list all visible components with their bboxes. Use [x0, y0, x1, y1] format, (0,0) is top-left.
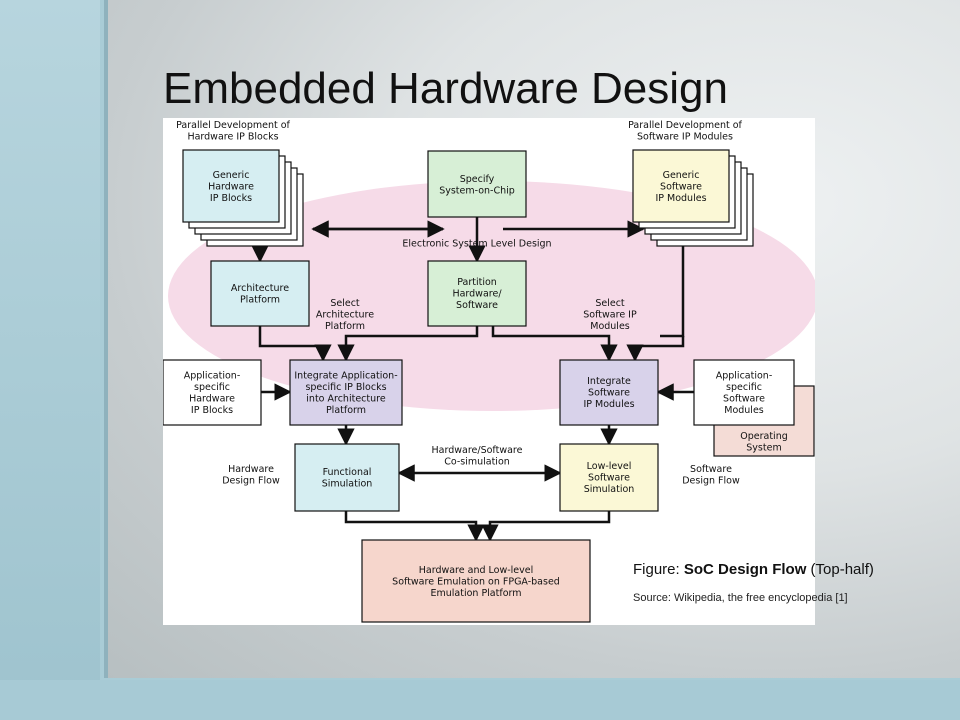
- generic-sw-text-line: Generic: [663, 170, 700, 181]
- generic-hw-text-line: IP Blocks: [210, 193, 252, 204]
- hw-ip-header-line: Parallel Development of: [176, 120, 290, 131]
- hw-flow-text-line: Design Flow: [222, 475, 280, 486]
- app-hw-text-line: IP Blocks: [191, 405, 233, 416]
- functional-sim-text-line: Simulation: [322, 478, 373, 489]
- select-arch-text-line: Platform: [325, 321, 365, 332]
- cosim-text-line: Co-simulation: [444, 456, 510, 467]
- app-sw-box: [693, 359, 795, 426]
- os-text-line: System: [746, 442, 781, 453]
- hw-flow-text-line: Hardware: [228, 464, 274, 475]
- functional-sim-text-line: Functional: [323, 467, 372, 478]
- generic-sw-text-line: Software: [660, 182, 702, 193]
- lowlevel-sim-text-line: Low-level: [587, 461, 632, 472]
- functional-sim-box: [294, 443, 400, 512]
- app-sw-text-line: Modules: [724, 405, 764, 416]
- partition-text-line: Partition: [457, 277, 497, 288]
- slide-title: Embedded Hardware Design: [163, 64, 728, 113]
- figure-source: Source: Wikipedia, the free encyclopedia…: [633, 592, 848, 604]
- emulation-text-line: Software Emulation on FPGA-based: [392, 577, 560, 588]
- integrate-app-box: [289, 359, 403, 426]
- os-text-line: Operating: [740, 431, 788, 442]
- func-to-emulation: [344, 511, 485, 542]
- partition-to-integrate-sw: [491, 326, 618, 362]
- left-decor-band: [0, 0, 100, 720]
- emulation-text-line: Hardware and Low-level: [419, 565, 534, 576]
- generic-hw-box: [182, 149, 280, 223]
- sw-ip-header-line: Software IP Modules: [637, 131, 733, 142]
- sw-flow-text-line: Software: [690, 464, 732, 475]
- select-arch-text-line: Architecture: [316, 310, 374, 321]
- generic-sw-text-line: IP Modules: [655, 193, 706, 204]
- integrate-app-text-line: specific IP Blocks: [305, 382, 386, 393]
- generic-hw-text-line: Hardware: [208, 182, 254, 193]
- caption-bold: SoC Design Flow: [683, 561, 807, 578]
- app-sw-text-line: Application-: [716, 370, 773, 381]
- generic-hw-text-line: Generic: [213, 170, 250, 181]
- app-sw-text-line: specific: [726, 382, 762, 393]
- app-sw-text-line: Software: [723, 393, 765, 404]
- emulation-box: [361, 539, 591, 623]
- architecture-platform-text-line: Platform: [240, 294, 280, 305]
- integrate-sw-text-line: Integrate: [587, 376, 631, 387]
- architecture-platform-text-line: Architecture: [231, 283, 289, 294]
- slide-edge-stripe: [104, 0, 108, 678]
- partition-to-integrate-app: [337, 326, 479, 362]
- specify-soc-text-line: System-on-Chip: [439, 185, 515, 196]
- integrate-sw-box: [559, 359, 659, 426]
- esl-text-line: Electronic System Level Design: [402, 239, 551, 250]
- integrate-sw-text-line: Software: [588, 388, 630, 399]
- app-hw-text-line: Hardware: [189, 393, 235, 404]
- partition-text-line: Software: [456, 300, 498, 311]
- lowlevel-sim-text-line: Simulation: [584, 484, 635, 495]
- app-hw-text-line: Application-: [184, 370, 241, 381]
- generic-sw-box: [632, 149, 730, 223]
- specify-soc-box: [427, 150, 527, 218]
- sw-ip-header-line: Parallel Development of: [628, 120, 742, 131]
- sw-flow-text-line: Design Flow: [682, 475, 740, 486]
- arch-to-integrate-app: [258, 326, 332, 362]
- lowlevel-to-emulation: [481, 511, 611, 542]
- partition-text-line: Hardware/: [452, 289, 502, 300]
- caption-prefix: Figure:: [633, 561, 684, 578]
- select-sw-text-line: Modules: [590, 321, 630, 332]
- select-sw-text-line: Select: [595, 298, 625, 309]
- bottom-decor-band: [0, 680, 960, 720]
- emulation-text-line: Emulation Platform: [430, 588, 521, 599]
- lowlevel-sim-text-line: Software: [588, 473, 630, 484]
- cosim-text-line: Hardware/Software: [432, 445, 523, 456]
- app-hw-text-line: specific: [194, 382, 230, 393]
- partition-box: [427, 260, 527, 327]
- select-arch-text-line: Select: [330, 298, 360, 309]
- generic-sw-to-integrate-sw: [626, 336, 685, 362]
- architecture-platform-box: [210, 260, 310, 327]
- hw-ip-header-line: Hardware IP Blocks: [187, 131, 278, 142]
- select-sw-text-line: Software IP: [583, 310, 637, 321]
- figure-caption: Figure: SoC Design Flow (Top-half): [633, 561, 874, 578]
- specify-soc-text-line: Specify: [460, 174, 495, 185]
- integrate-app-text-line: Integrate Application-: [294, 370, 397, 381]
- integrate-sw-text-line: IP Modules: [583, 399, 634, 410]
- lowlevel-sim-box: [559, 443, 659, 512]
- integrate-app-text-line: Platform: [326, 405, 366, 416]
- app-hw-box: [163, 359, 262, 426]
- integrate-app-text-line: into Architecture: [306, 393, 386, 404]
- caption-suffix: (Top-half): [806, 561, 874, 578]
